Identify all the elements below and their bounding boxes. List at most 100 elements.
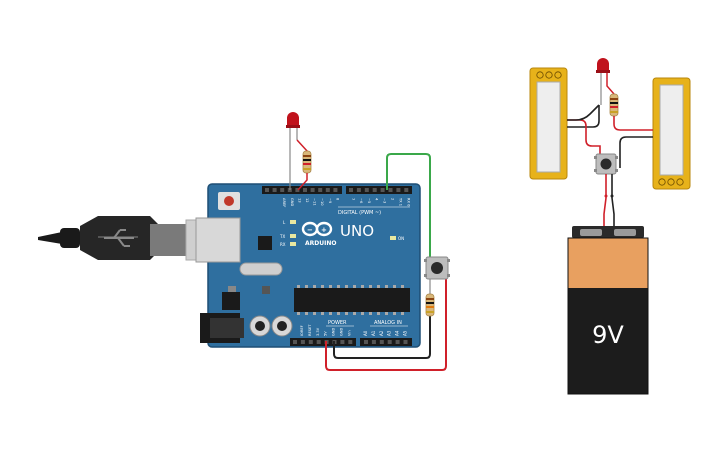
pin-label: 4 (375, 198, 379, 201)
wire-red-battery[interactable] (603, 174, 607, 226)
ic-pin (353, 312, 356, 315)
ic-pin (401, 285, 404, 288)
led-l (290, 220, 296, 224)
header-hole[interactable] (379, 340, 384, 344)
reset-button-cap[interactable] (224, 196, 234, 206)
header-hole[interactable] (395, 340, 400, 344)
header-hole[interactable] (348, 340, 353, 344)
pin-label: 5V (324, 331, 328, 336)
header-hole[interactable] (318, 188, 323, 192)
pin-label: A2 (379, 330, 384, 336)
header-hole[interactable] (380, 188, 385, 192)
wire-red-right-a[interactable] (567, 119, 601, 155)
header-hole[interactable] (265, 188, 269, 192)
led-right[interactable] (596, 58, 615, 105)
ic-pin (377, 285, 380, 288)
pin-label: ~11 (313, 198, 317, 206)
wire-red[interactable] (325, 274, 447, 371)
svg-text:+: + (321, 226, 327, 234)
pin-label: 2 (391, 198, 395, 200)
header-hole[interactable] (356, 188, 361, 192)
ic-pin (329, 285, 332, 288)
ic-pin (361, 285, 364, 288)
header-hole[interactable] (371, 340, 376, 344)
svg-text:−: − (307, 226, 313, 234)
header-hole[interactable] (293, 340, 297, 344)
ic-pin (337, 312, 340, 315)
wire-green[interactable] (386, 153, 431, 258)
header-hole[interactable] (340, 340, 345, 344)
wire-black-battery[interactable] (611, 174, 615, 226)
led-left[interactable] (286, 112, 309, 190)
resistor-left[interactable] (297, 150, 312, 191)
header-hole[interactable] (300, 340, 305, 344)
header-hole[interactable] (364, 340, 368, 344)
header-hole[interactable] (303, 188, 307, 192)
wire-black-right-c[interactable] (619, 136, 653, 168)
pin-label: ~5 (367, 198, 371, 203)
pin-label: A3 (387, 330, 392, 336)
usb-port (195, 217, 241, 263)
header-hole[interactable] (308, 340, 313, 344)
digital-header-left (262, 186, 342, 194)
header-hole[interactable] (272, 188, 277, 192)
header-hole[interactable] (364, 188, 369, 192)
pin-label: GND (290, 198, 294, 206)
header-hole[interactable] (349, 188, 353, 192)
usb-symbol-icon (104, 229, 134, 247)
header-hole[interactable] (387, 340, 392, 344)
voltage-regulator (222, 292, 240, 310)
header-hole[interactable] (396, 188, 401, 192)
pin-label: GND (332, 328, 336, 336)
header-hole[interactable] (403, 340, 408, 344)
pin-label: A5 (403, 330, 408, 336)
pin-label: ~6 (359, 198, 363, 204)
wire-black-right-b[interactable] (567, 104, 600, 121)
arduino-model: UNO (340, 222, 374, 240)
header-hole[interactable] (404, 188, 409, 192)
pin-label: A1 (371, 330, 376, 336)
header-hole[interactable] (372, 188, 377, 192)
digital-header-right (346, 186, 412, 194)
pin-label: RESET (308, 324, 312, 336)
wire-black[interactable] (333, 312, 431, 359)
led-rx-label: RX (280, 242, 286, 247)
usb-chip (258, 236, 272, 250)
header-hole[interactable] (295, 188, 300, 192)
ic-pin (297, 312, 300, 315)
header-hole[interactable] (310, 188, 315, 192)
header-hole[interactable] (325, 188, 330, 192)
wire-black-right-a[interactable] (567, 105, 600, 128)
battery-terminal (580, 229, 602, 236)
ic-pin (385, 312, 388, 315)
atmega-chip (294, 288, 410, 312)
pin-label: ~3 (383, 198, 387, 203)
header-hole[interactable] (388, 188, 393, 192)
analog-header-label: ANALOG IN (374, 320, 402, 326)
pushbutton-right[interactable] (594, 153, 618, 175)
ic-pin (393, 285, 396, 288)
pushbutton-left[interactable] (424, 256, 450, 280)
solar-panel-left[interactable] (529, 67, 568, 180)
battery-9v[interactable]: 9V (567, 226, 649, 395)
resistor-right[interactable] (609, 93, 619, 117)
solar-panel-right[interactable] (652, 77, 691, 190)
ic-pin (345, 285, 348, 288)
ic-pin (385, 285, 388, 288)
header-hole[interactable] (333, 188, 338, 192)
ic-pin (393, 312, 396, 315)
ic-pin (377, 312, 380, 315)
pin-label: 13 (297, 198, 301, 203)
header-hole[interactable] (316, 340, 321, 344)
header-hole[interactable] (280, 188, 285, 192)
pin-label: RX 0 (406, 198, 410, 207)
resistor-pulldown[interactable] (425, 279, 435, 317)
led-tx-label: TX (279, 234, 285, 239)
pin-label: GND (340, 328, 344, 336)
arduino-infinity-logo (301, 221, 333, 237)
wire-red-right-b[interactable] (613, 116, 653, 131)
ic-pin (401, 312, 404, 315)
ic-pin (313, 312, 316, 315)
usb-cable[interactable] (38, 216, 243, 261)
